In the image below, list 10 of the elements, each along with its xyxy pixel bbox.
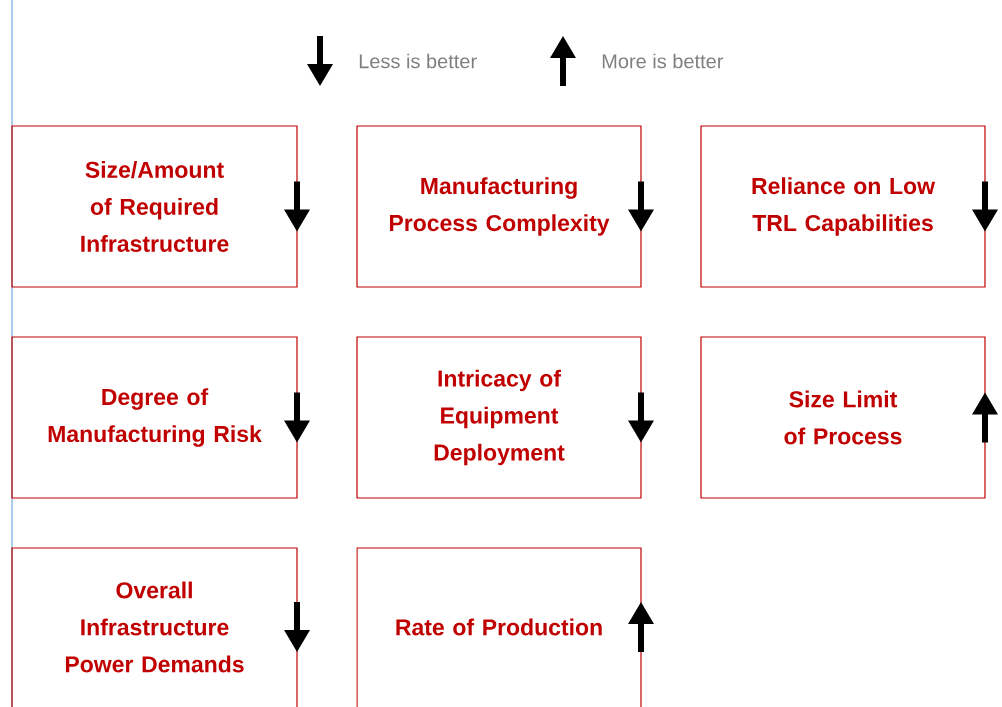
criterion-box: Size/Amount of Required Infrastructure xyxy=(11,125,298,288)
criterion-box: Size Limit of Process xyxy=(700,336,986,499)
criterion-box: Reliance on Low TRL Capabilities xyxy=(700,125,986,288)
criterion-box: Manufacturing Process Complexity xyxy=(356,125,642,288)
criterion-box: Overall Infrastructure Power Demands xyxy=(11,547,298,707)
criterion-box: Rate of Production xyxy=(356,547,642,707)
criterion-box: Intricacy of Equipment Deployment xyxy=(356,336,642,499)
legend-text: Less is better xyxy=(359,53,477,69)
legend-text: More is better xyxy=(602,53,724,69)
criterion-box: Degree of Manufacturing Risk xyxy=(11,336,298,499)
